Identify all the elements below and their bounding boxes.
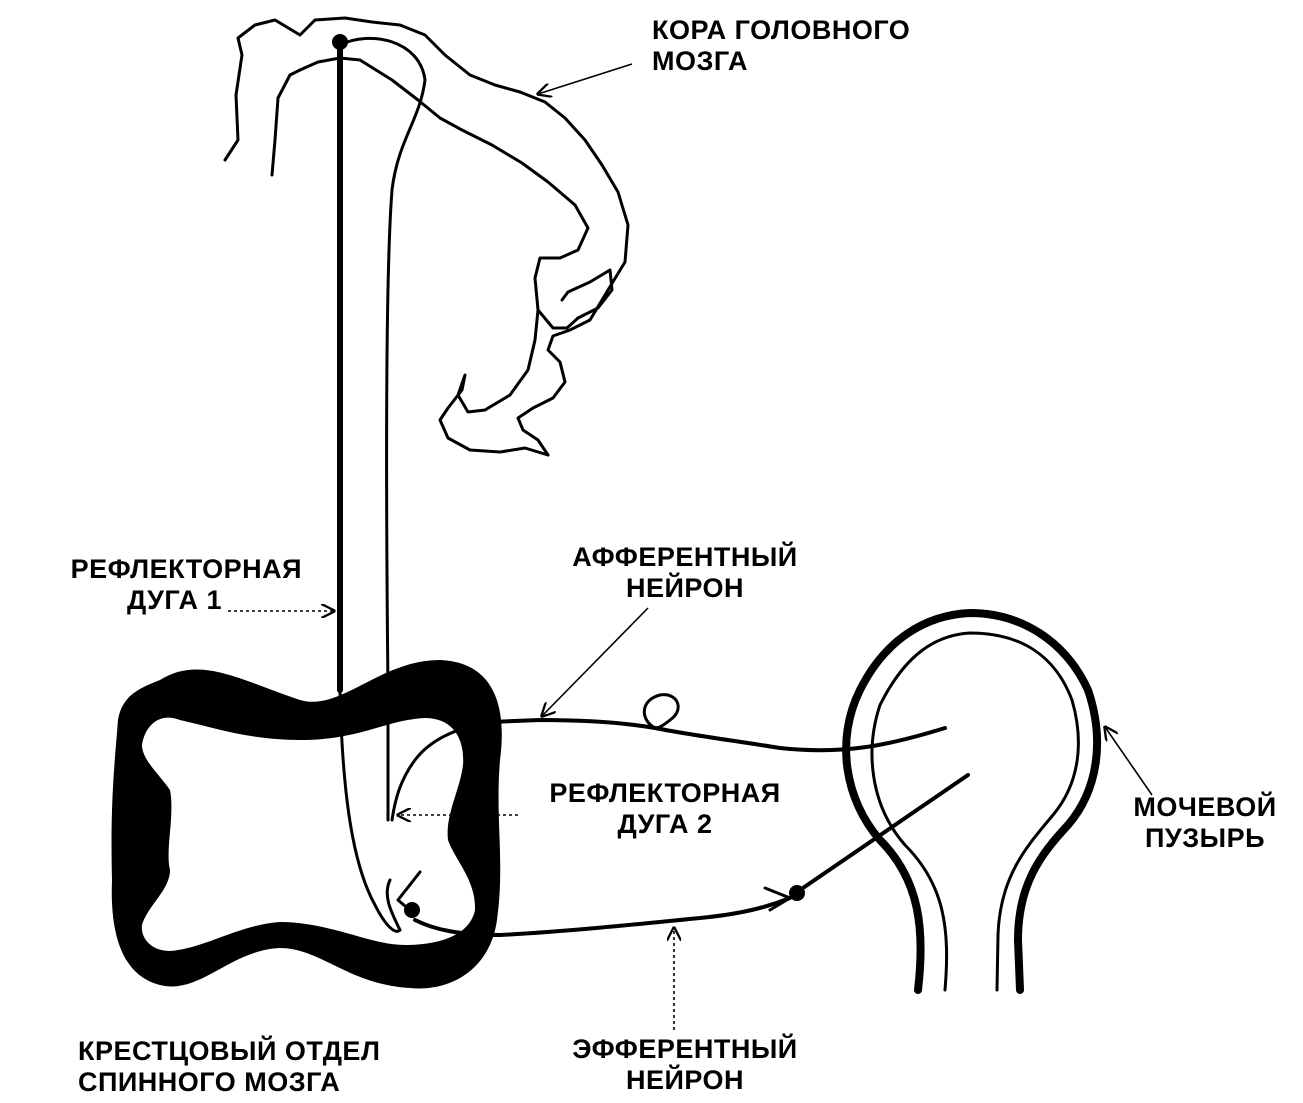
pointer-bladder	[1105, 727, 1152, 795]
label-sacral-spinal-cord-line1: КРЕСТЦОВЫЙ ОТДЕЛ	[78, 1036, 380, 1067]
pointer-brain-cortex	[538, 64, 632, 94]
label-reflex-arc-2-line2: ДУГА 2	[510, 809, 820, 840]
label-afferent-neuron-line1: АФФЕРЕНТНЫЙ	[535, 542, 835, 573]
brain-cortex-shape	[225, 18, 628, 455]
label-reflex-arc-1-line2: ДУГА 1	[10, 585, 302, 616]
label-afferent-neuron: АФФЕРЕНТНЫЙ НЕЙРОН	[535, 542, 835, 604]
interneuron-body	[404, 902, 420, 918]
cortex-neuron-body	[332, 34, 348, 50]
label-reflex-arc-1-line1: РЕФЛЕКТОРНАЯ	[10, 554, 302, 585]
label-reflex-arc-2-line1: РЕФЛЕКТОРНАЯ	[510, 778, 820, 809]
efferent-neuron-body	[789, 885, 805, 901]
label-efferent-neuron-line2: НЕЙРОН	[535, 1065, 835, 1096]
label-efferent-neuron-line1: ЭФФЕРЕНТНЫЙ	[535, 1034, 835, 1065]
label-sacral-spinal-cord-line2: СПИННОГО МОЗГА	[78, 1067, 380, 1098]
label-bladder-line2: ПУЗЫРЬ	[1110, 823, 1300, 854]
spinal-cord-outline	[112, 660, 502, 988]
label-reflex-arc-1: РЕФЛЕКТОРНАЯ ДУГА 1	[10, 554, 302, 616]
label-bladder-line1: МОЧЕВОЙ	[1110, 792, 1300, 823]
label-reflex-arc-2: РЕФЛЕКТОРНАЯ ДУГА 2	[510, 778, 820, 840]
label-brain-cortex: КОРА ГОЛОВНОГО МОЗГА	[652, 15, 910, 77]
reflex-arc-1-fibers	[340, 38, 425, 931]
pointer-afferent-neuron	[542, 608, 648, 716]
label-sacral-spinal-cord: КРЕСТЦОВЫЙ ОТДЕЛ СПИННОГО МОЗГА	[78, 1036, 380, 1098]
label-efferent-neuron: ЭФФЕРЕНТНЫЙ НЕЙРОН	[535, 1034, 835, 1096]
label-afferent-neuron-line2: НЕЙРОН	[535, 573, 835, 604]
label-brain-cortex-line1: КОРА ГОЛОВНОГО	[652, 15, 910, 46]
bladder-shape	[846, 613, 1097, 990]
label-bladder: МОЧЕВОЙ ПУЗЫРЬ	[1110, 792, 1300, 854]
label-brain-cortex-line2: МОЗГА	[652, 46, 910, 77]
